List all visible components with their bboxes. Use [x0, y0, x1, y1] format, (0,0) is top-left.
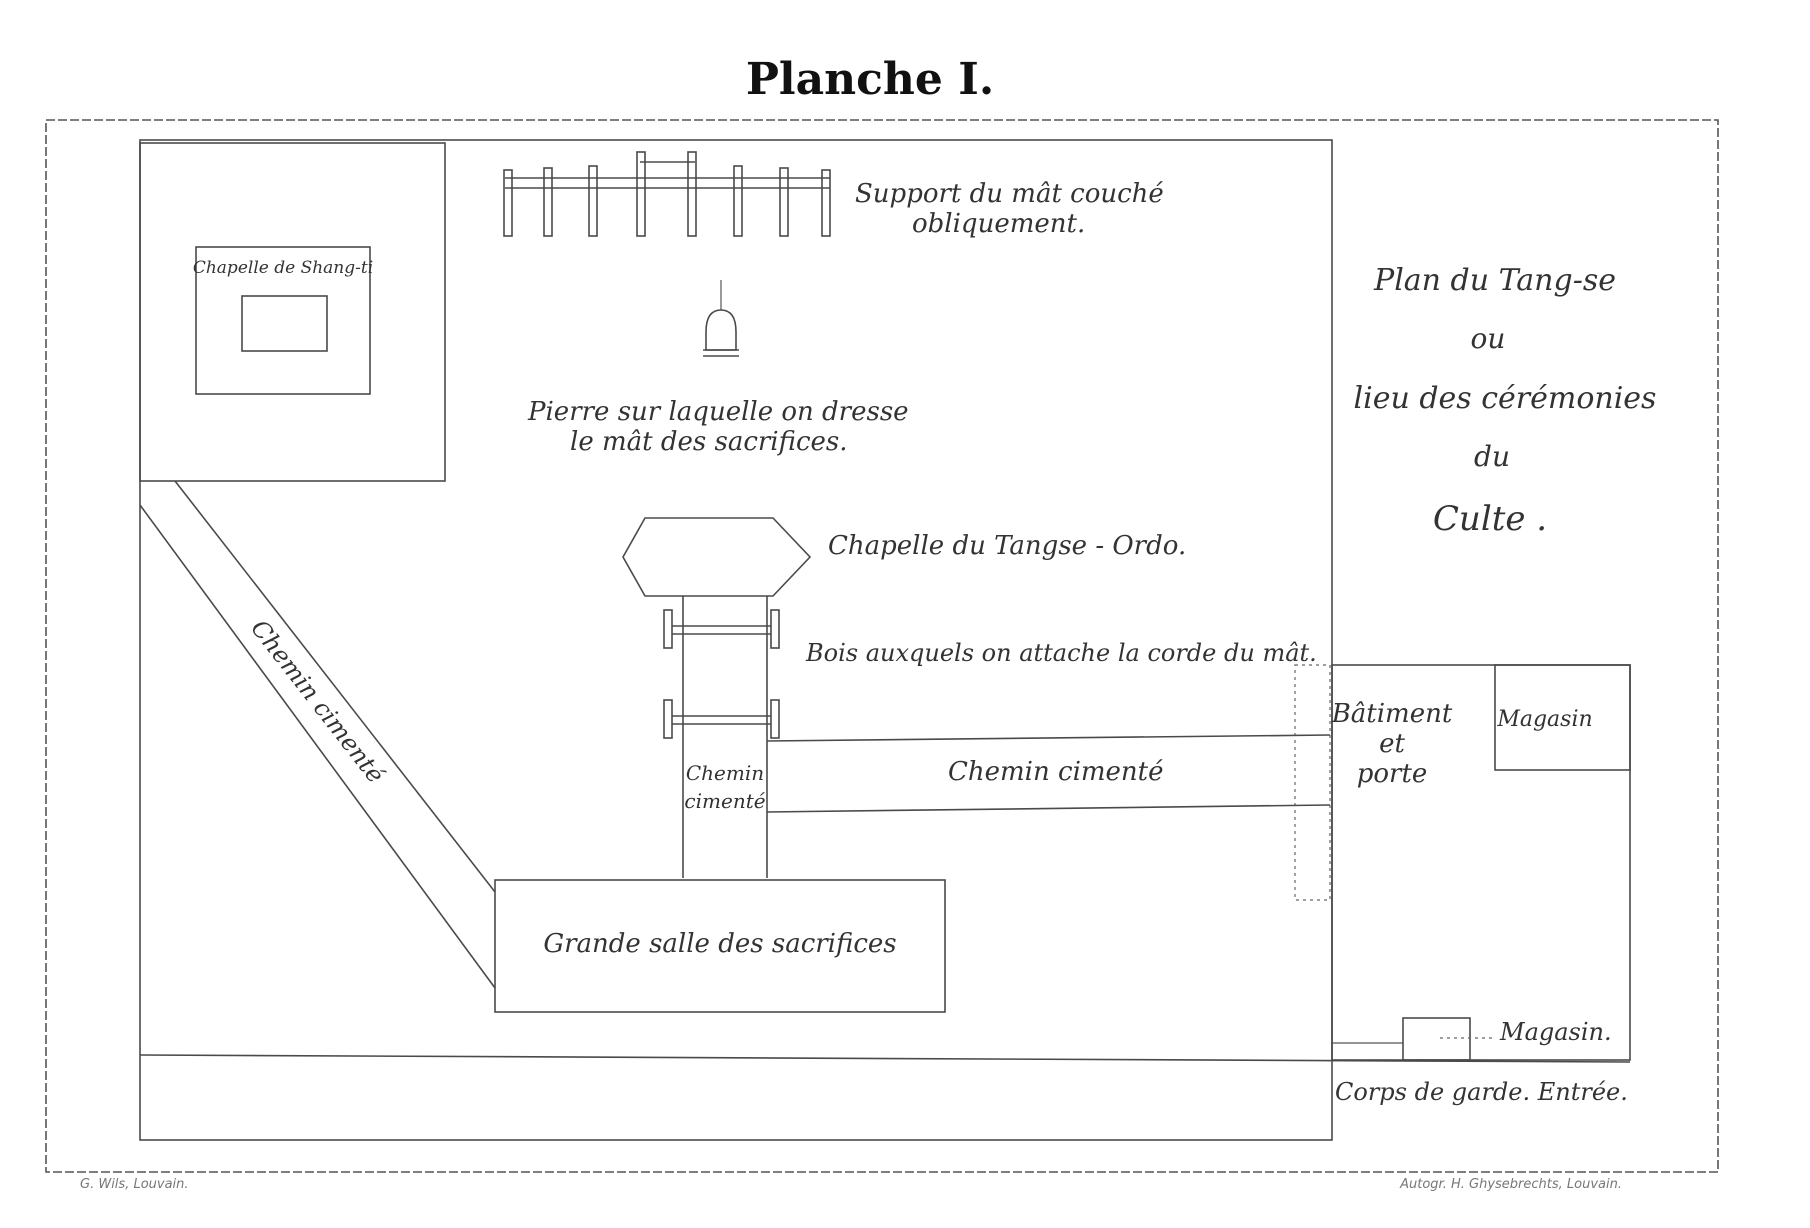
credit-left: G. Wils, Louvain. [80, 1177, 189, 1192]
label-vertical-path-line1: Chemin [686, 761, 764, 785]
tangse-chapel [622, 517, 812, 597]
label-support-line1: Support du mât couché [855, 179, 1164, 209]
shang-ti-chapel-inner [241, 295, 328, 352]
label-batiment-line2: et [1379, 729, 1405, 759]
label-pierre-line2: le mât des sacrifices. [570, 427, 848, 457]
label-pierre-line1: Pierre sur laquelle on dresse [527, 397, 909, 427]
main-compound [139, 139, 1333, 1141]
plan-title-line1: Plan du Tang-se [1373, 263, 1616, 298]
diagonal-path-edge-upper [174, 480, 496, 893]
label-tangse-chapel: Chapelle du Tangse - Ordo. [828, 531, 1186, 561]
label-shang-ti-chapel: Chapelle de Shang-ti [193, 258, 373, 278]
rope-post-upper [663, 609, 780, 649]
label-vertical-path-line2: cimenté [684, 789, 765, 813]
label-magasin-bottom: Magasin. [1499, 1018, 1612, 1046]
label-batiment-line1: Bâtiment [1331, 699, 1453, 729]
plate-title: Planche I. [746, 54, 994, 105]
annex-building [1331, 664, 1631, 1061]
great-sacrifice-hall [494, 879, 946, 1013]
gate-dotted-outline [1294, 664, 1331, 901]
credit-right: Autogr. H. Ghysebrechts, Louvain. [1399, 1177, 1622, 1192]
label-rope-posts: Bois auxquels on attache la corde du mât… [805, 639, 1317, 667]
plan-title-line5: Culte . [1433, 499, 1547, 539]
label-magasin-top: Magasin [1496, 707, 1592, 732]
label-batiment-line3: porte [1357, 759, 1428, 789]
entrance-strip-line [139, 1054, 1631, 1063]
magasin-top-box [1494, 664, 1631, 771]
label-great-hall: Grande salle des sacrifices [543, 929, 896, 959]
plan-title-line3: lieu des cérémonies [1354, 381, 1657, 416]
label-horizontal-path: Chemin cimenté [948, 757, 1164, 787]
label-support-line2: obliquement. [912, 209, 1085, 239]
label-corps-de-garde: Corps de garde. Entrée. [1335, 1078, 1628, 1106]
diagonal-path-edge-lower [139, 504, 496, 989]
plan-title-line2: ou [1471, 322, 1506, 355]
magasin-bottom-box [1402, 1017, 1471, 1061]
plan-title-line4: du [1474, 440, 1510, 473]
shang-ti-enclosure [139, 142, 446, 482]
shang-ti-chapel [195, 246, 371, 395]
mast-stone [703, 280, 739, 357]
horizontal-path-lower [766, 804, 1331, 813]
mast-support [503, 151, 831, 237]
outer-frame [45, 119, 1719, 1173]
horizontal-path-upper [766, 734, 1331, 742]
rope-post-lower [663, 699, 780, 739]
label-diagonal-path: Chemin cimenté [245, 614, 390, 788]
